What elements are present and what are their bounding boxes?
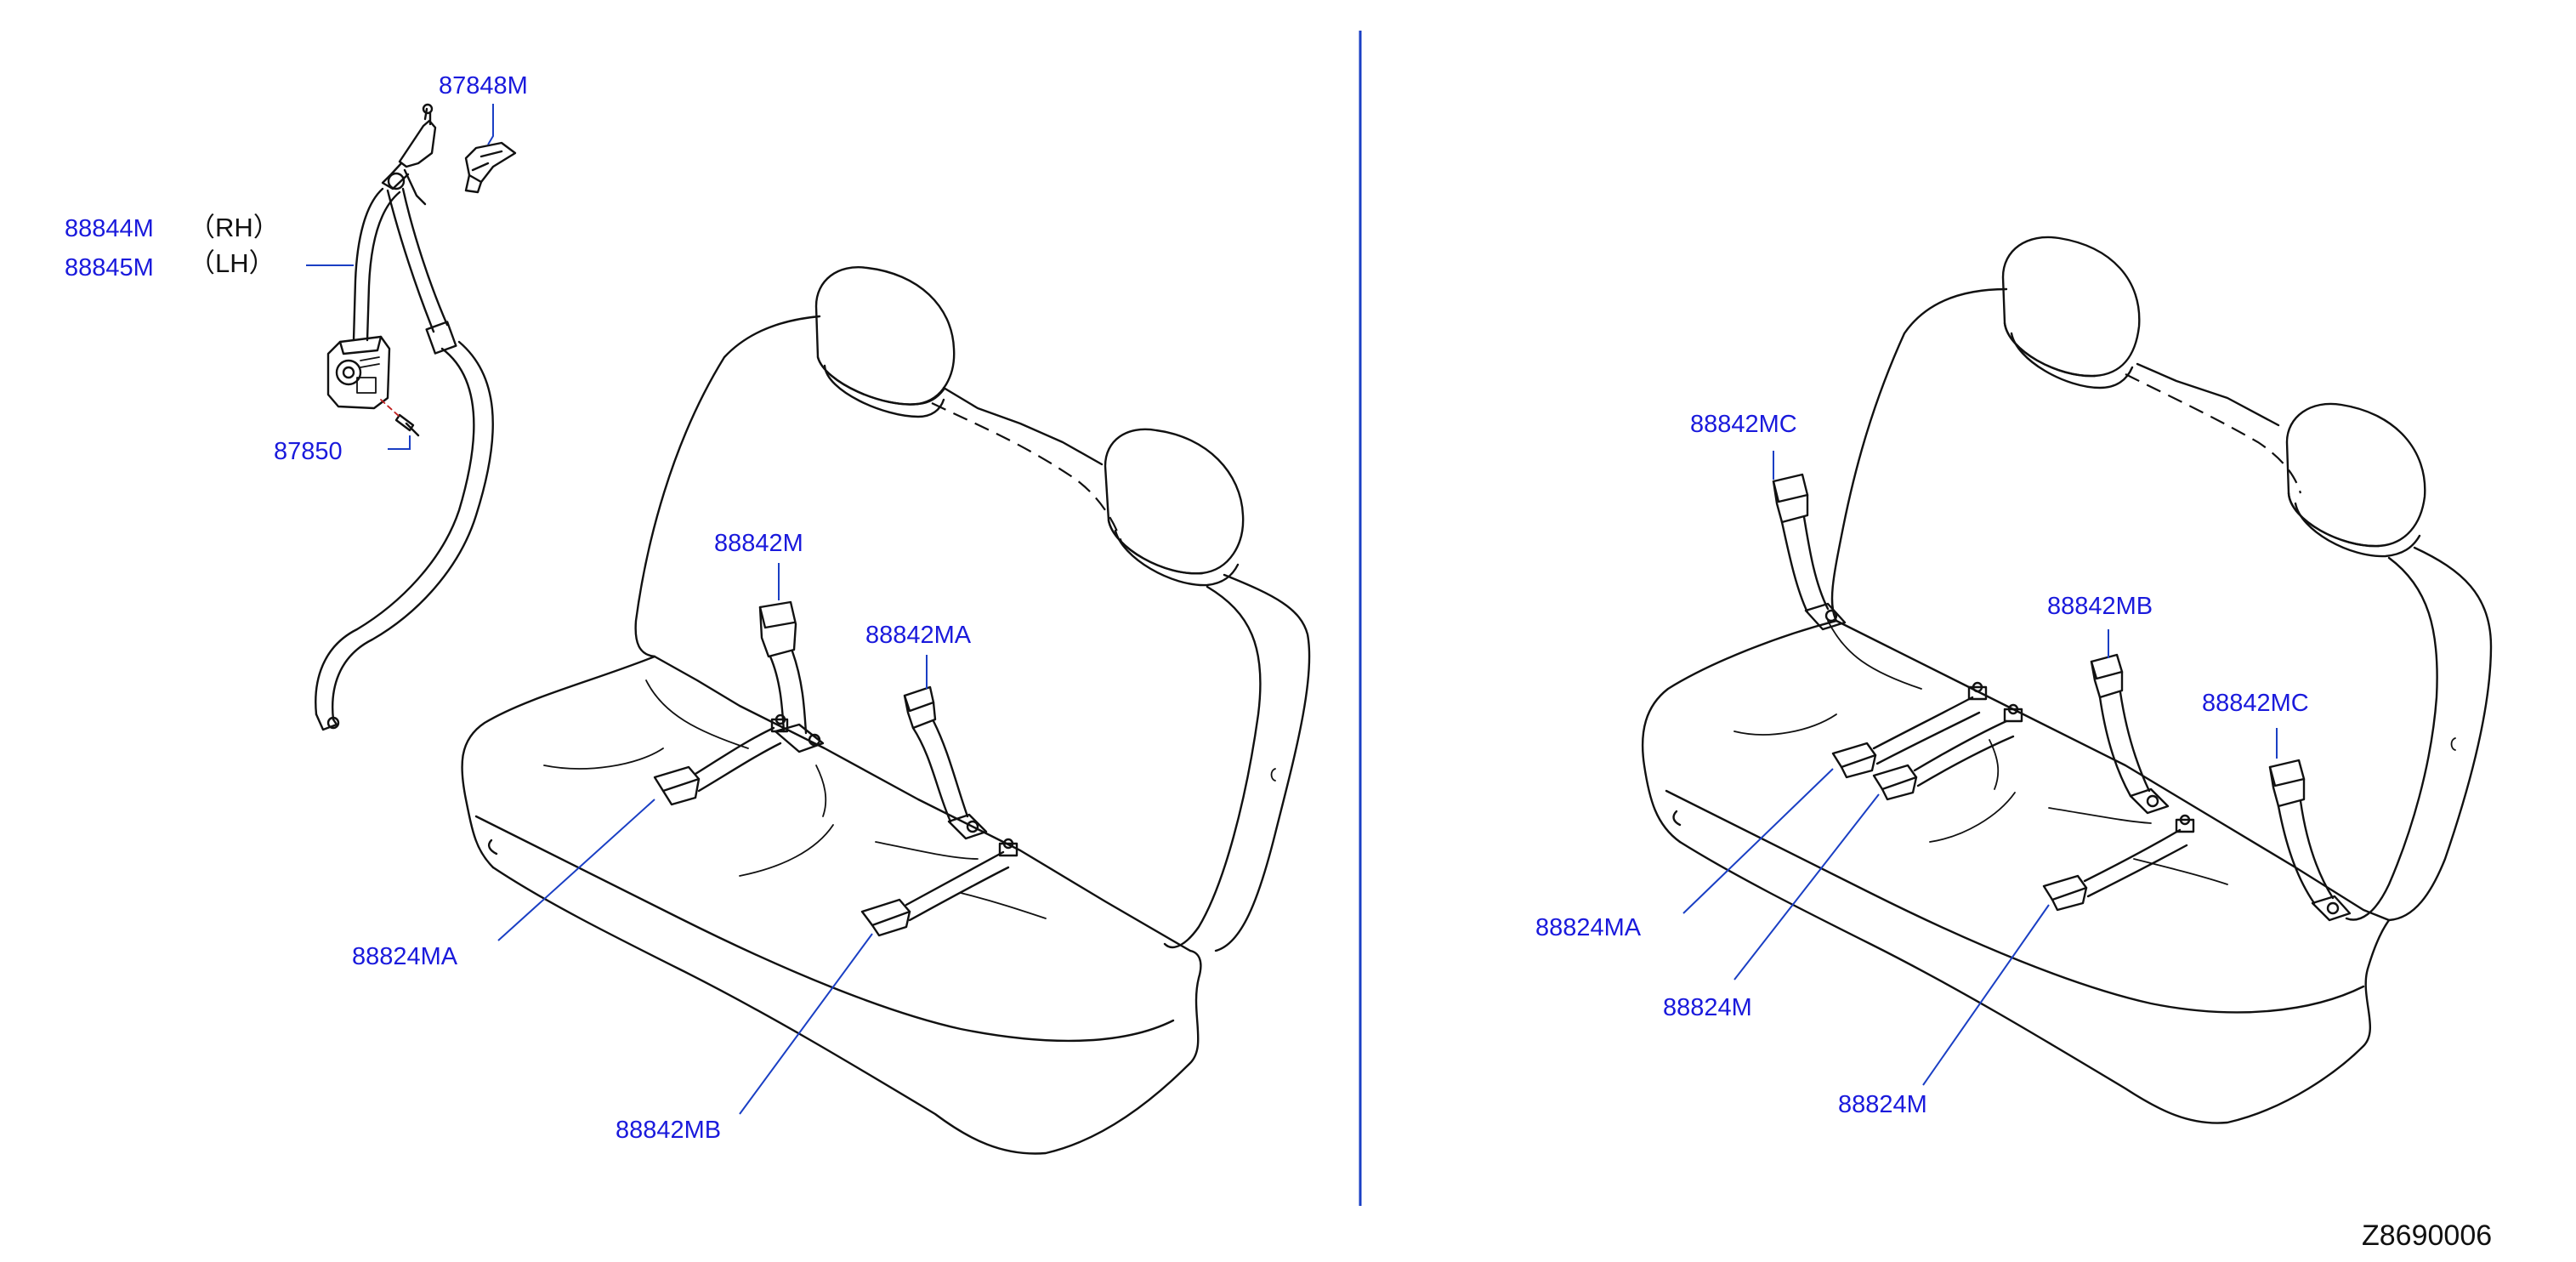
label-88845M: 88845M [65,254,154,281]
tongue-88824MA-illustration [653,713,789,806]
label-88842MB-right: 88842MB [2047,593,2153,620]
buckle-88842MB-right-illustration [2090,653,2170,815]
right-seat-illustration [1641,236,2493,1124]
label-88842MA: 88842MA [865,622,972,649]
label-88824M-bottom: 88824M [1838,1091,1927,1118]
bolt-illustration [380,399,420,437]
label-side-lh: （LH） [189,248,275,278]
label-88824MA-left: 88824MA [352,943,458,970]
diagram-code: Z8690006 [2362,1219,2492,1252]
label-88842MC-top: 88842MC [1690,411,1797,438]
buckle-88842M-illustration [758,600,825,753]
buckle-88842MA-illustration [903,685,988,840]
label-88842MB-left: 88842MB [616,1117,721,1144]
left-panel [315,103,1311,1155]
leader-lines [306,104,2278,1115]
left-seat-illustration [461,266,1311,1155]
label-87848M: 87848M [439,72,528,99]
label-87850: 87850 [274,438,343,465]
tongue-88842MB-illustration [860,838,1018,937]
label-88844M: 88844M [65,215,154,242]
buckle-88842MC-right-illustration [2268,759,2352,922]
label-88824M-mid: 88824M [1663,994,1752,1021]
upper-bracket-illustration [464,141,517,194]
label-side-rh: （RH） [189,213,280,242]
label-88824MA-right: 88824MA [1535,914,1642,941]
tongue-88824MA-right-illustration [1831,681,1988,779]
retractor-assembly-illustration [315,103,494,731]
tongue-88824M-bottom-illustration [2042,814,2195,912]
label-88842M: 88842M [714,530,803,557]
right-panel [1641,236,2493,1124]
buckle-88842MC-left-illustration [1772,473,1847,631]
tongue-88824M-mid-illustration [1872,703,2023,801]
label-88842MC-right: 88842MC [2202,690,2309,717]
labels: 87848M 88844M （RH） 88845M （LH） 87850 888… [65,72,2492,1252]
